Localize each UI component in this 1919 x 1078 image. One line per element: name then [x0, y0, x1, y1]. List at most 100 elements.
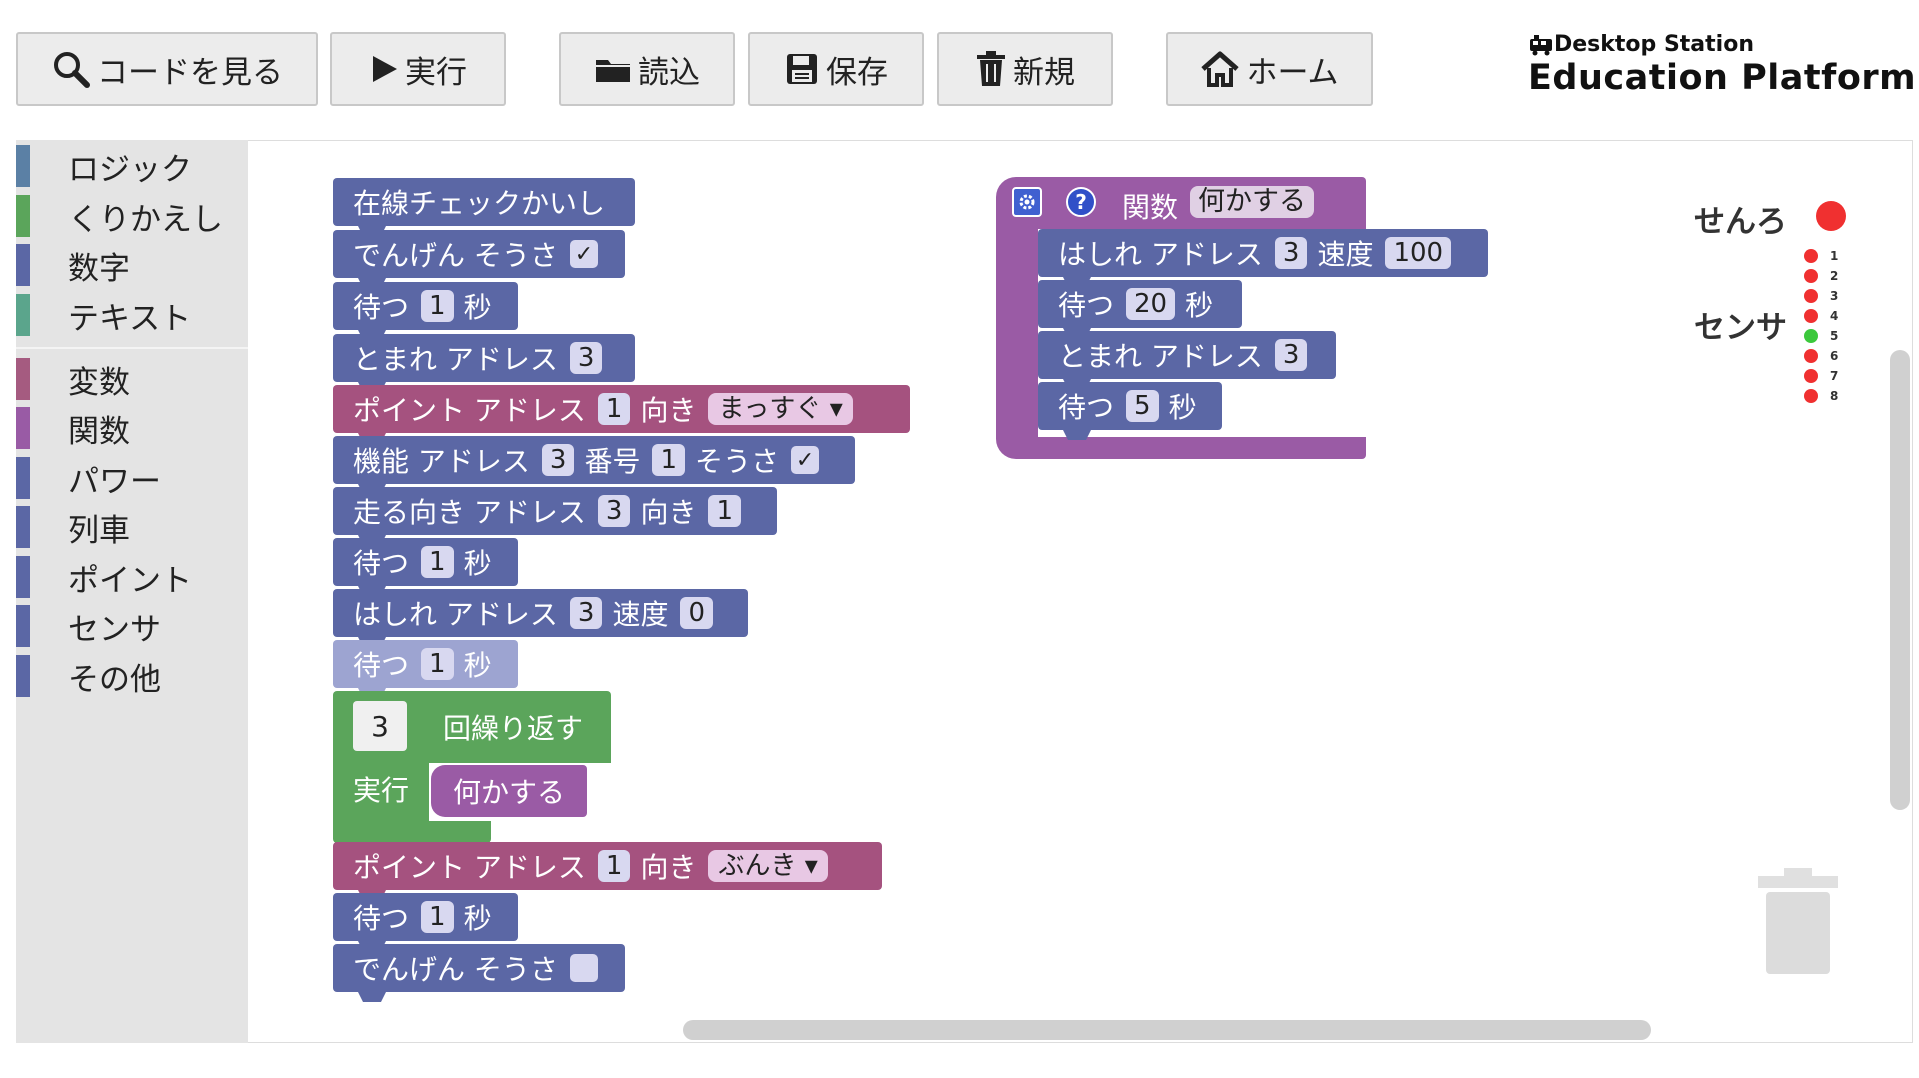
category-loops[interactable]: くりかえし [16, 195, 248, 238]
category-logic[interactable]: ロジック [16, 145, 248, 188]
number-field[interactable]: 1 [652, 444, 686, 476]
address-field[interactable]: 3 [1274, 237, 1308, 269]
block-text: 待つ [353, 902, 410, 935]
workspace[interactable] [16, 140, 1913, 1043]
home-label: ホーム [1246, 54, 1339, 91]
new-button[interactable]: 新規 [937, 32, 1113, 106]
category-train[interactable]: 列車 [16, 506, 248, 549]
direction-dropdown[interactable]: まっすぐ ▾ [708, 393, 853, 425]
floppy-disk-icon [787, 54, 817, 84]
category-label: 関数 [68, 413, 130, 450]
function-checkbox[interactable]: ✓ [791, 446, 820, 474]
category-sensor[interactable]: センサ [16, 605, 248, 648]
block-wait[interactable]: 待つ 5 秒 [1038, 382, 1222, 440]
category-label: その他 [68, 661, 161, 698]
run-label: 実行 [405, 54, 467, 91]
category-label: 変数 [68, 364, 130, 401]
block-occupancy-check[interactable]: 在線チェックかいし [333, 178, 635, 236]
address-field[interactable]: 3 [569, 342, 603, 374]
category-other[interactable]: その他 [16, 655, 248, 698]
trash-can-icon[interactable] [1754, 866, 1842, 978]
block-text: 秒 [463, 291, 492, 324]
help-icon[interactable]: ? [1066, 187, 1096, 217]
speed-field[interactable]: 0 [680, 597, 714, 629]
address-field[interactable]: 3 [541, 444, 575, 476]
speed-field[interactable]: 100 [1385, 237, 1452, 269]
sensor-indicator [1804, 269, 1818, 283]
block-text: ポイント アドレス [353, 851, 586, 884]
category-point[interactable]: ポイント [16, 556, 248, 599]
block-run-train[interactable]: はしれ アドレス 3 速度 0 [333, 589, 748, 647]
block-text: 秒 [1168, 391, 1197, 424]
block-text: とまれ アドレス [353, 343, 558, 376]
block-run-train[interactable]: はしれ アドレス 3 速度 100 [1038, 229, 1488, 287]
function-name-field[interactable]: 何かする [1190, 186, 1314, 218]
vertical-scrollbar[interactable] [1890, 350, 1910, 810]
block-text: 秒 [463, 902, 492, 935]
address-field[interactable]: 1 [597, 850, 631, 882]
category-math[interactable]: 数字 [16, 244, 248, 287]
category-functions[interactable]: 関数 [16, 407, 248, 450]
gear-icon[interactable] [1012, 187, 1042, 217]
power-checkbox[interactable] [569, 954, 598, 982]
block-text: 待つ [353, 291, 410, 324]
address-field[interactable]: 3 [1274, 339, 1308, 371]
category-power[interactable]: パワー [16, 457, 248, 500]
block-stop[interactable]: とまれ アドレス 3 [1038, 331, 1336, 389]
block-point[interactable]: ポイント アドレス 1 向き まっすぐ ▾ [333, 385, 910, 443]
category-text[interactable]: テキスト [16, 294, 248, 337]
run-button[interactable]: 実行 [330, 32, 506, 106]
block-text: 走る向き アドレス [353, 496, 586, 529]
block-function-definition[interactable]: ? 関数 何かする [996, 177, 1366, 459]
category-variables[interactable]: 変数 [16, 358, 248, 401]
block-text: でんげん そうさ [353, 953, 558, 986]
block-repeat[interactable]: 3 回繰り返す 実行 何かする [333, 691, 611, 843]
block-text: そうさ [695, 445, 780, 478]
address-field[interactable]: 3 [569, 597, 603, 629]
sensor-status-label: センサ [1694, 310, 1787, 346]
direction-field[interactable]: 1 [708, 495, 742, 527]
address-field[interactable]: 1 [597, 393, 631, 425]
repeat-count-input[interactable]: 3 [353, 701, 407, 751]
block-direction[interactable]: 走る向き アドレス 3 向き 1 [333, 487, 777, 545]
block-wait-selected[interactable]: 待つ 1 秒 [333, 640, 518, 698]
sensor-number: 7 [1830, 369, 1839, 383]
sensor-number: 4 [1830, 309, 1839, 323]
seconds-field[interactable]: 5 [1126, 390, 1159, 422]
block-power-control[interactable]: でんげん そうさ [333, 944, 625, 1002]
block-wait[interactable]: 待つ 1 秒 [333, 893, 518, 951]
seconds-field[interactable]: 1 [421, 546, 454, 578]
seconds-field[interactable]: 1 [421, 290, 454, 322]
function-footer [996, 437, 1366, 459]
block-wait[interactable]: 待つ 1 秒 [333, 538, 518, 596]
load-button[interactable]: 読込 [559, 32, 735, 106]
home-button[interactable]: ホーム [1166, 32, 1373, 106]
block-wait[interactable]: 待つ 20 秒 [1038, 280, 1242, 338]
block-power-control[interactable]: でんげん そうさ ✓ [333, 230, 625, 288]
repeat-do-label: 実行 [353, 774, 410, 807]
block-stop[interactable]: とまれ アドレス 3 [333, 334, 635, 392]
block-text: 向き [640, 851, 697, 884]
category-color-bar [16, 407, 30, 449]
block-text: 秒 [463, 547, 492, 580]
block-text: 待つ [1058, 391, 1115, 424]
sensor-number: 3 [1830, 289, 1839, 303]
category-color-bar [16, 145, 30, 187]
block-text: ポイント アドレス [353, 394, 586, 427]
block-text: 機能 アドレス [353, 445, 530, 478]
save-label: 保存 [826, 54, 888, 91]
horizontal-scrollbar[interactable] [683, 1020, 1651, 1040]
power-checkbox[interactable]: ✓ [569, 240, 598, 268]
seconds-field[interactable]: 1 [421, 648, 454, 680]
block-wait[interactable]: 待つ 1 秒 [333, 282, 518, 340]
address-field[interactable]: 3 [597, 495, 631, 527]
seconds-field[interactable]: 20 [1126, 288, 1176, 320]
block-call-function[interactable]: 何かする [431, 765, 587, 817]
view-code-button[interactable]: コードを見る [16, 32, 318, 106]
sensor-indicator [1804, 289, 1818, 303]
block-function[interactable]: 機能 アドレス 3 番号 1 そうさ ✓ [333, 436, 855, 494]
direction-dropdown[interactable]: ぶんき ▾ [708, 850, 828, 882]
block-point[interactable]: ポイント アドレス 1 向き ぶんき ▾ [333, 842, 882, 900]
seconds-field[interactable]: 1 [421, 901, 454, 933]
save-button[interactable]: 保存 [748, 32, 924, 106]
